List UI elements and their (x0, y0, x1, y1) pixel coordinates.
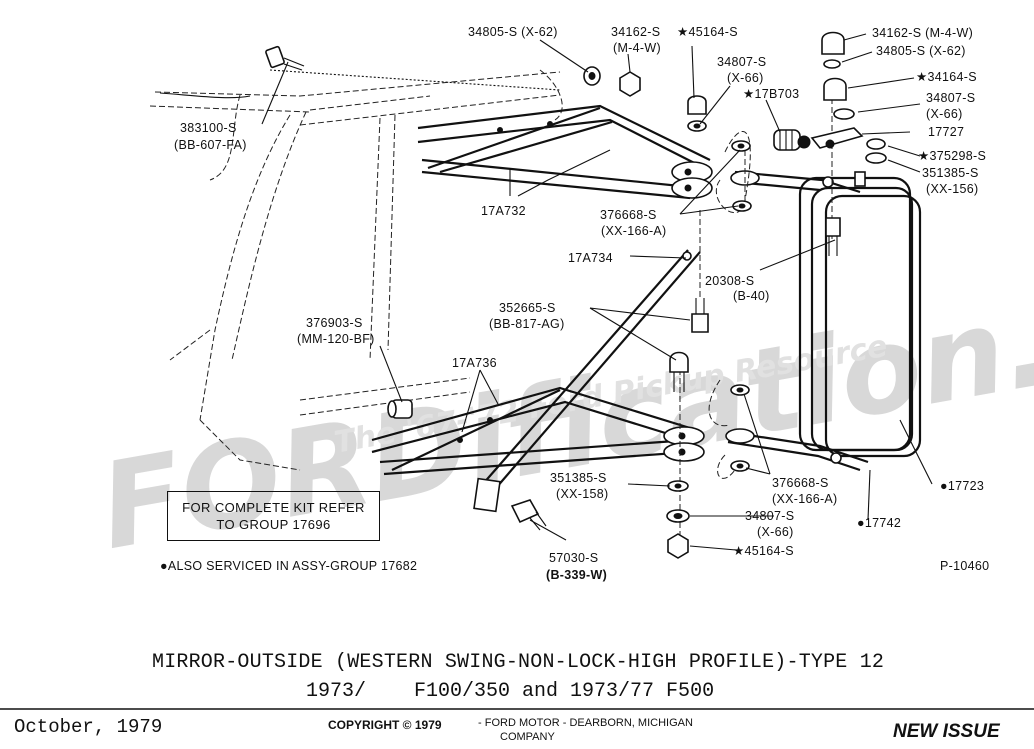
label-383100-code: (BB-607-FA) (174, 138, 247, 152)
label-376903: 376903-S (306, 316, 363, 330)
label-351385-a: 351385-S (922, 166, 979, 180)
label-351385-b-code: (XX-158) (556, 487, 608, 501)
label-17a736: 17A736 (452, 356, 497, 370)
label-34164: ★34164-S (916, 70, 977, 84)
label-351385-b: 351385-S (550, 471, 607, 485)
label-17a734: 17A734 (568, 251, 613, 265)
bolt-352665-b (669, 351, 689, 392)
clamp-17727 (810, 127, 864, 149)
label-376668-a: 376668-S (600, 208, 657, 222)
diagonal-strut-17a734 (473, 249, 701, 513)
label-34805-b: 34805-S (X-62) (876, 44, 966, 58)
cap-nut-34162-b (821, 31, 845, 55)
washer-375298 (866, 138, 886, 150)
label-376668-b-code: (XX-166-A) (772, 492, 838, 506)
footer-company-line2: COMPANY (500, 731, 555, 743)
also-serviced-note: ●ALSO SERVICED IN ASSY-GROUP 17682 (160, 559, 417, 573)
label-34807-c: 34807-S (745, 509, 794, 523)
part-labels: 383100-S (BB-607-FA) 34805-S (X-62) 3416… (160, 25, 989, 582)
washer-34805-b (823, 59, 841, 69)
bolt-352665-a (691, 298, 709, 333)
kit-note-line2: TO GROUP 17696 (216, 517, 331, 532)
label-17a732: 17A732 (481, 204, 526, 218)
washer-351385-a (865, 152, 887, 164)
label-351385-a-code: (XX-156) (926, 182, 978, 196)
label-375298: ★375298-S (918, 149, 986, 163)
label-34807-a-code: (X-66) (727, 71, 764, 85)
figure-id: P-10460 (940, 559, 989, 573)
washer-34807-b (833, 108, 855, 120)
cap-nut-34164 (823, 77, 847, 101)
label-376668-b: 376668-S (772, 476, 829, 490)
label-57030: 57030-S (549, 551, 598, 565)
label-17742: ●17742 (857, 516, 901, 530)
footer-company-line1: - FORD MOTOR - DEARBORN, MICHIGAN (478, 717, 693, 729)
diagram-title-line1: MIRROR-OUTSIDE (WESTERN SWING-NON-LOCK-H… (152, 651, 885, 674)
cap-nut-45164-a (687, 95, 707, 115)
label-34807-b: 34807-S (926, 91, 975, 105)
label-34805-a: 34805-S (X-62) (468, 25, 558, 39)
nut-376903 (387, 399, 413, 419)
screw-383100 (265, 45, 305, 71)
kit-reference-box: FOR COMPLETE KIT REFER TO GROUP 17696 (167, 491, 380, 541)
bolt-20308 (825, 217, 841, 256)
label-34162-b: 34162-S (M-4-W) (872, 26, 973, 40)
screw-57030 (510, 499, 547, 531)
footer-date: October, 1979 (14, 716, 163, 738)
label-45164-b: ★45164-S (733, 544, 794, 558)
mirror-head-17742 (725, 170, 922, 472)
label-20308: 20308-S (705, 274, 754, 288)
label-34807-a: 34807-S (717, 55, 766, 69)
label-57030-code: (B-339-W) (546, 568, 607, 582)
label-352665: 352665-S (499, 301, 556, 315)
kit-note-line1: FOR COMPLETE KIT REFER (182, 500, 365, 515)
label-17b703: ★17B703 (743, 87, 799, 101)
diagram-title-line2: 1973/ F100/350 and 1973/77 F500 (306, 680, 715, 703)
label-34807-c-code: (X-66) (757, 525, 794, 539)
label-34162-a: 34162-S (611, 25, 660, 39)
label-34162-a-code: (M-4-W) (613, 41, 661, 55)
leader-lines (261, 33, 933, 551)
nut-45164-b (667, 533, 689, 559)
label-352665-code: (BB-817-AG) (489, 317, 565, 331)
label-17727: 17727 (928, 125, 964, 139)
cab-door-outline (149, 69, 563, 471)
upper-arm-17a732 (417, 104, 713, 200)
footer-copyright: COPYRIGHT © 1979 (328, 718, 442, 732)
cap-nut-34162-a (619, 71, 641, 97)
footer-status: NEW ISSUE (893, 721, 1000, 742)
label-45164-a: ★45164-S (677, 25, 738, 39)
label-20308-code: (B-40) (733, 289, 770, 303)
label-34807-b-code: (X-66) (926, 107, 963, 121)
label-17723: ●17723 (940, 479, 984, 493)
bushing-17b703 (773, 129, 811, 151)
label-376903-code: (MM-120-BF) (297, 332, 375, 346)
label-383100: 383100-S (180, 121, 237, 135)
label-376668-a-code: (XX-166-A) (601, 224, 667, 238)
